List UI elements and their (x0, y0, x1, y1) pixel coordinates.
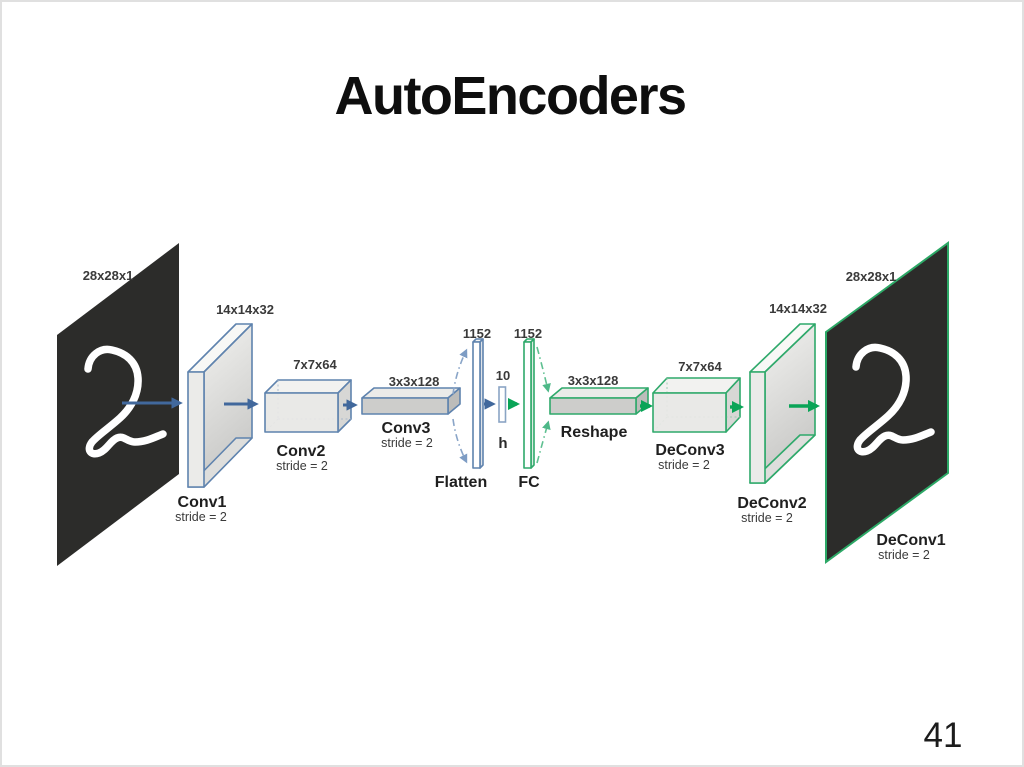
deconv1-name-label: DeConv1 (876, 532, 945, 549)
deconv3-stride-label: stride = 2 (658, 458, 710, 472)
input-image-plane (57, 243, 179, 566)
conv2-stride-label: stride = 2 (276, 459, 328, 473)
input-dims-label: 28x28x1 (83, 268, 134, 283)
deconv3-dims-label: 7x7x64 (678, 359, 722, 374)
conv3-stride-label: stride = 2 (381, 436, 433, 450)
deconv2-name-label: DeConv2 (737, 495, 806, 512)
reshape-fanin-top (536, 346, 551, 393)
latent-size-label: 10 (496, 368, 510, 383)
deconv1-stride-label: stride = 2 (878, 548, 930, 562)
fc-name-label: FC (518, 474, 540, 491)
flatten-fanout-top (452, 348, 468, 395)
input-image-panel: 28x28x1 (57, 243, 179, 566)
output-image-panel: 28x28x1 DeConv1 stride = 2 (825, 241, 949, 564)
deconv3-name-label: DeConv3 (655, 442, 724, 459)
reshape-fanin-bottom (536, 420, 551, 464)
flatten-fanout-bottom (452, 418, 468, 464)
flatten-name-label: Flatten (435, 474, 487, 491)
conv2-name-label: Conv2 (277, 443, 326, 460)
fc-size-label: 1152 (514, 326, 542, 341)
slide-title: AutoEncoders (334, 66, 685, 126)
latent-name-label: h (498, 435, 507, 452)
conv2-dims-label: 7x7x64 (293, 357, 337, 372)
handwritten-digit-input (84, 345, 167, 458)
reshape-layer: 3x3x128 Reshape (549, 373, 649, 441)
deconv2-dims-label: 14x14x32 (769, 301, 827, 316)
output-image-plane (825, 241, 949, 564)
latent-vector: 10 h (496, 368, 510, 452)
conv1-stride-label: stride = 2 (175, 510, 227, 524)
conv2-layer: 7x7x64 Conv2 stride = 2 (264, 357, 352, 473)
reshape-name-label: Reshape (561, 424, 628, 441)
conv3-dims-label: 3x3x128 (389, 374, 440, 389)
conv3-name-label: Conv3 (382, 420, 431, 437)
conv1-dims-label: 14x14x32 (216, 302, 274, 317)
conv1-layer: 14x14x32 Conv1 stride = 2 (175, 302, 274, 524)
flatten-size-label: 1152 (463, 326, 491, 341)
reshape-dims-label: 3x3x128 (568, 373, 619, 388)
page-number: 41 (924, 716, 963, 755)
fc-layer: 1152 FC (514, 326, 542, 491)
conv1-name-label: Conv1 (178, 494, 227, 511)
handwritten-digit-output (852, 343, 935, 456)
deconv2-stride-label: stride = 2 (741, 511, 793, 525)
deconv2-layer: 14x14x32 DeConv2 stride = 2 (737, 301, 827, 525)
deconv1-dims-label: 28x28x1 (846, 269, 897, 284)
conv3-layer: 3x3x128 Conv3 stride = 2 (361, 374, 461, 450)
deconv3-layer: 7x7x64 DeConv3 stride = 2 (652, 359, 741, 472)
flatten-layer: 1152 Flatten (435, 326, 491, 491)
